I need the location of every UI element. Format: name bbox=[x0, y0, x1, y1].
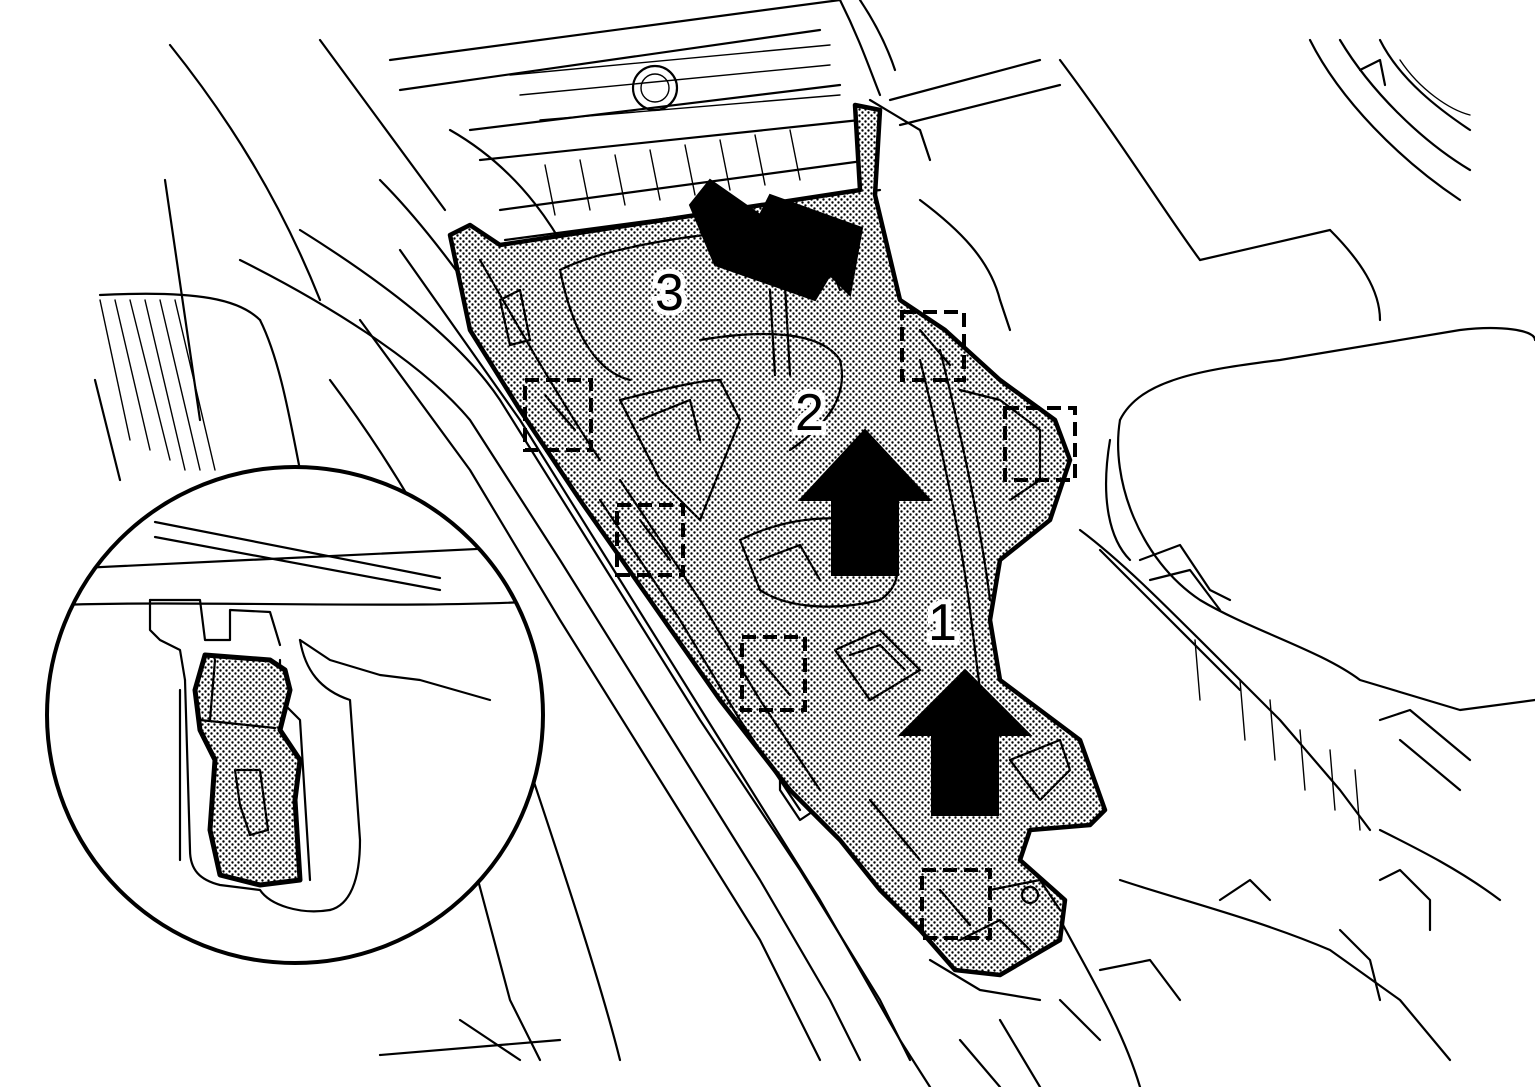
arrow-step-3 bbox=[688, 178, 864, 302]
interior-outline bbox=[93, 0, 1535, 1087]
step-labels: 1 2 3 bbox=[650, 259, 962, 657]
clip-marker bbox=[523, 378, 593, 452]
clip-locations bbox=[523, 310, 1077, 940]
arrow-step-1 bbox=[897, 668, 1033, 816]
direction-arrows bbox=[688, 178, 1033, 816]
step-label-3: 3 bbox=[655, 264, 684, 322]
clip-marker bbox=[900, 310, 966, 382]
clip-marker bbox=[920, 868, 992, 940]
step-label-1: 1 bbox=[928, 594, 957, 652]
clip-marker bbox=[740, 635, 807, 712]
clip-marker bbox=[615, 503, 685, 577]
clip-marker bbox=[1003, 406, 1077, 482]
detail-inset bbox=[45, 465, 545, 965]
arrow-step-2 bbox=[797, 428, 933, 576]
step-label-2: 2 bbox=[795, 384, 824, 442]
